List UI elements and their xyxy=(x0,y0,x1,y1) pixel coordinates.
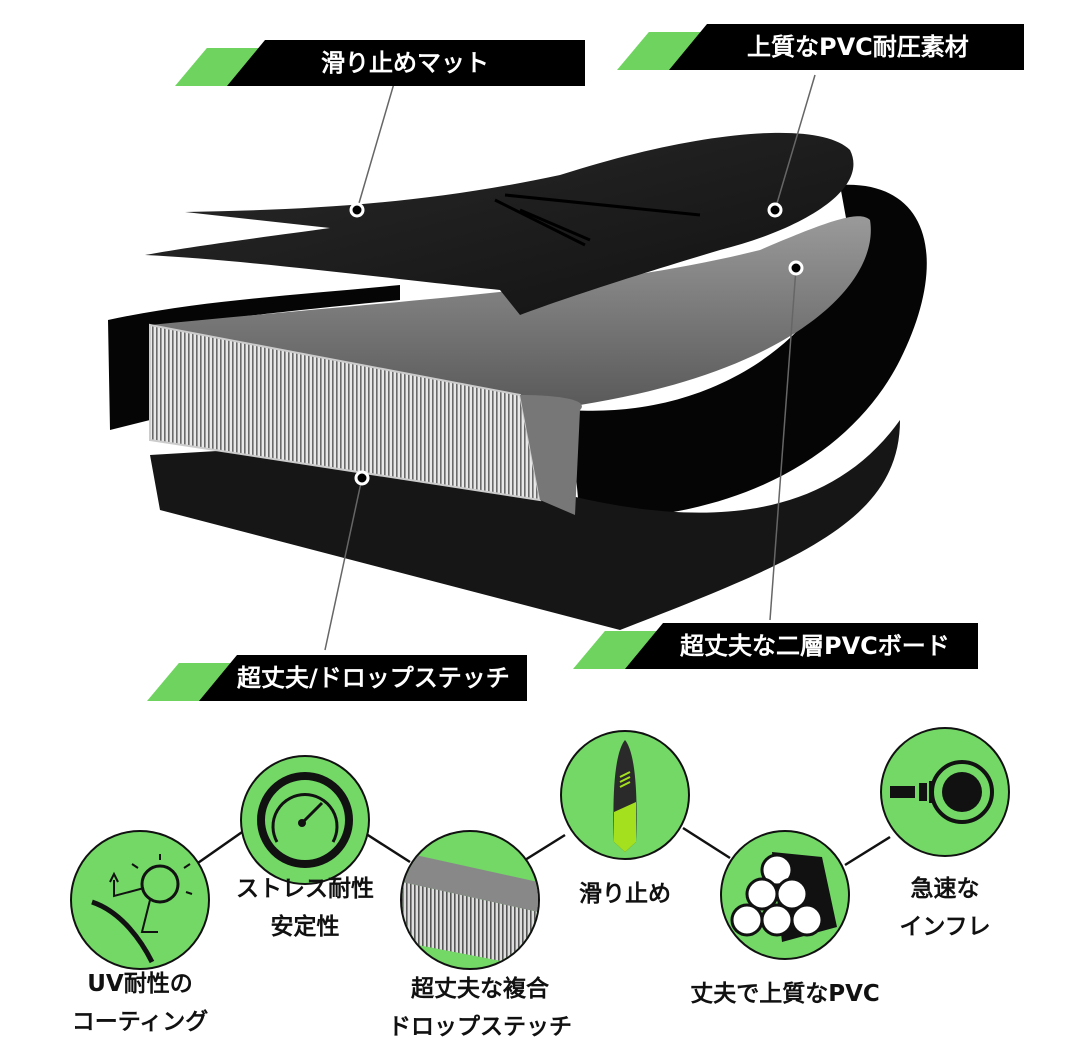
callout-dual-layer-pvc: 超丈夫な二層PVCボード xyxy=(573,623,978,669)
drop-stitch-icon xyxy=(402,852,538,968)
feature-label-anti-slip: 滑り止め xyxy=(560,875,690,913)
paddle-board-icon xyxy=(613,740,637,852)
feature-line: 安定性 xyxy=(270,914,340,940)
feature-line: 超丈夫な複合 xyxy=(411,976,549,1002)
pressure-gauge-icon xyxy=(257,772,353,868)
callout-label: 超丈夫な二層PVCボード xyxy=(680,632,950,660)
board-cross-section-illustration xyxy=(108,74,927,651)
feature-label-inflate: 急速な インフレ xyxy=(880,870,1010,946)
feature-gauge-circle xyxy=(240,755,370,885)
feature-pvc-circle xyxy=(720,830,850,960)
feature-line: 急速な xyxy=(910,876,980,902)
feature-label-pvc: 丈夫で上質なPVC xyxy=(680,975,890,1013)
callout-drop-stitch: 超丈夫/ドロップステッチ xyxy=(147,655,527,701)
callout-anti-slip-mat: 滑り止めマット xyxy=(175,40,585,86)
callout-label: 上質なPVC耐圧素材 xyxy=(747,33,969,61)
feature-line: 丈夫で上質なPVC xyxy=(690,981,880,1007)
callout-label: 滑り止めマット xyxy=(321,49,489,77)
feature-line: ドロップステッチ xyxy=(388,1014,572,1040)
feature-line: コーティング xyxy=(71,1009,209,1035)
feature-line: UV耐性の xyxy=(87,971,193,997)
feature-line: 滑り止め xyxy=(579,881,671,907)
feature-label-stress: ストレス耐性 安定性 xyxy=(225,870,385,946)
pvc-rolls-icon xyxy=(730,852,837,942)
callout-pvc-material: 上質なPVC耐圧素材 xyxy=(617,24,1024,70)
feature-uv-circle xyxy=(70,830,210,970)
feature-line: インフレ xyxy=(899,914,991,940)
feature-board-circle xyxy=(560,730,690,860)
feature-line: ストレス耐性 xyxy=(236,876,374,902)
sun-uv-icon xyxy=(91,854,193,964)
valve-icon xyxy=(890,760,994,824)
callout-label: 超丈夫/ドロップステッチ xyxy=(237,664,510,692)
feature-drop-stitch-circle xyxy=(400,830,540,970)
feature-valve-circle xyxy=(880,727,1010,857)
feature-label-drop-stitch: 超丈夫な複合 ドロップステッチ xyxy=(380,970,580,1046)
feature-label-uv: UV耐性の コーティング xyxy=(70,965,210,1041)
